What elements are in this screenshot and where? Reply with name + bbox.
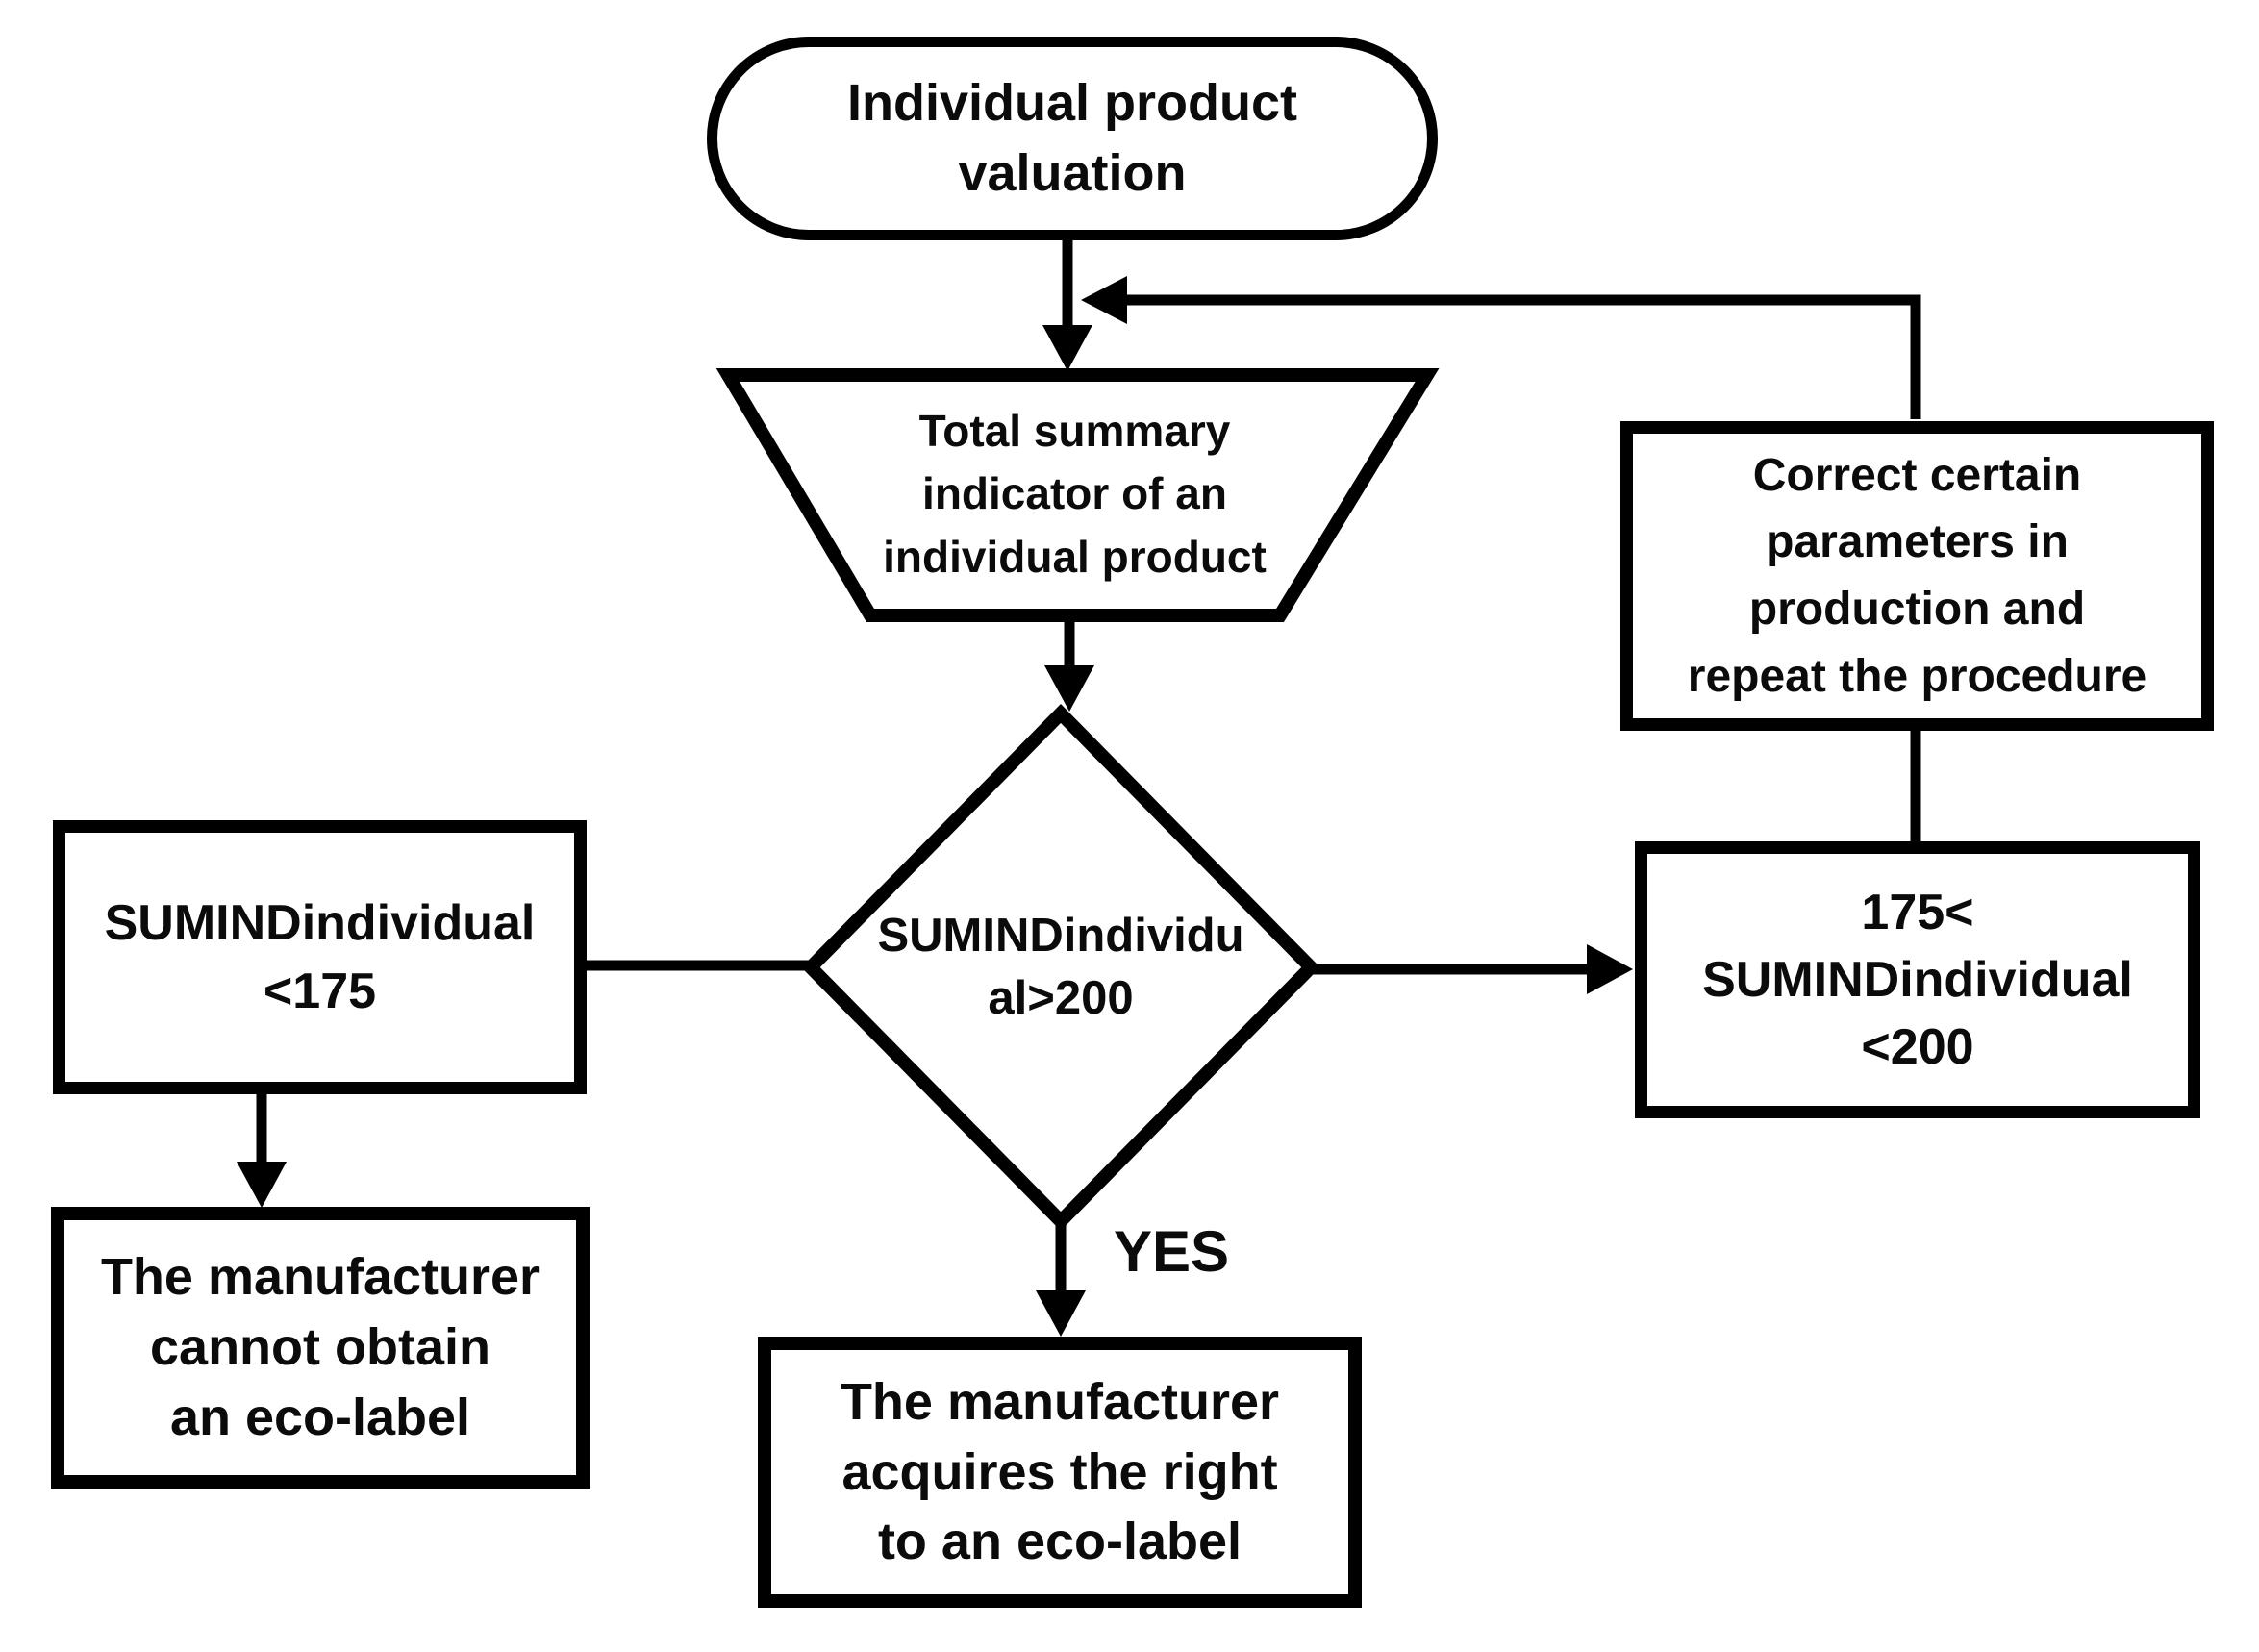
arrow-down-into-success-icon (1036, 1290, 1086, 1337)
connector-feedback-loop (1106, 294, 1921, 419)
node-no-eco-label-box: The manufacturer cannot obtain an eco-la… (51, 1207, 590, 1489)
success-label-line: acquires the right (841, 1442, 1278, 1501)
correct-label-line: parameters in (1766, 516, 2069, 568)
node-decision-label: SUMINDindividu al>200 (825, 883, 1296, 1052)
correct-label-line: Correct certain (1752, 449, 2082, 501)
decision-label-line: al>200 (988, 972, 1134, 1024)
summary-label-line: indicator of an (922, 468, 1227, 519)
no-label-label-line: The manufacturer (100, 1248, 540, 1307)
below-range-label-line: <175 (263, 963, 377, 1019)
arrow-left-feedback-icon (1081, 276, 1127, 324)
node-summary-label: Total summary indicator of an individual… (765, 383, 1385, 606)
node-start-terminator: Individual product valuation (707, 37, 1438, 240)
node-acquires-eco-label-box: The manufacturer acquires the right to a… (758, 1337, 1362, 1608)
arrow-down-into-no-label-icon (237, 1162, 287, 1208)
start-label-line: valuation (958, 144, 1187, 202)
mid-range-label-line: 175< (1861, 884, 1974, 940)
mid-range-label-line: <200 (1861, 1019, 1974, 1076)
correct-label-line: production and (1748, 584, 2086, 635)
success-label-line: The manufacturer (840, 1372, 1280, 1431)
mid-range-label-line: SUMINDindividual (1702, 951, 2133, 1008)
arrow-down-into-summary-icon (1042, 325, 1092, 371)
node-correct-parameters-box: Correct certain parameters in production… (1620, 421, 2214, 731)
no-label-label-line: an eco-label (169, 1388, 471, 1446)
node-mid-range-box: 175< SUMINDindividual <200 (1635, 841, 2200, 1118)
summary-trapezoid-shape (715, 368, 1440, 622)
success-label-line: to an eco-label (877, 1513, 1242, 1571)
summary-label-line: Total summary (918, 406, 1231, 457)
correct-label-line: repeat the procedure (1687, 650, 2147, 702)
arrow-down-into-decision-icon (1044, 665, 1094, 712)
start-label-line: Individual product (847, 74, 1297, 133)
decision-label-line: SUMINDindividu (877, 910, 1244, 963)
summary-label-line: individual product (883, 531, 1267, 582)
arrow-right-into-mid-range-icon (1587, 944, 1633, 994)
node-below-range-box: SUMINDindividual <175 (53, 820, 587, 1094)
no-label-label-line: cannot obtain (150, 1318, 490, 1377)
edge-yes-label: YES (1114, 1219, 1230, 1284)
below-range-label-line: SUMINDindividual (104, 895, 536, 952)
